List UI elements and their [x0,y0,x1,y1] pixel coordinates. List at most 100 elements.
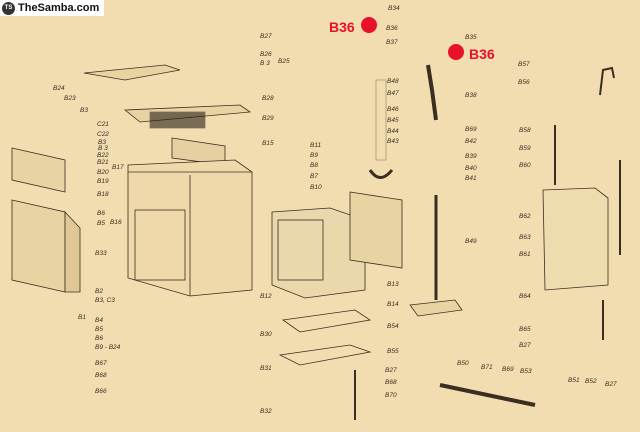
part-label: B6 [97,210,105,217]
part-label: B10 [310,184,322,191]
lid-part [83,64,181,81]
part-label: B31 [260,365,272,372]
part-label: B56 [518,79,530,86]
part-label: B35 [465,34,477,41]
part-label: B43 [387,138,399,145]
part-label: B45 [387,117,399,124]
part-label: B4 [95,317,103,324]
part-label: B69 [465,126,477,133]
part-label: B68 [385,379,397,386]
part-label: B14 [387,301,399,308]
part-label: B44 [387,128,399,135]
part-label: B71 [481,364,493,371]
part-label: B28 [262,95,274,102]
part-label: B66 [95,388,107,395]
part-label: B27 [605,381,617,388]
part-label: B52 [585,378,597,385]
part-label: B8 [310,162,318,169]
part-label: B70 [385,392,397,399]
part-label: B51 [568,377,580,384]
part-label: B33 [95,250,107,257]
part-label: B15 [262,140,274,147]
part-label: C21 [97,121,109,128]
part-label: B 3 [98,145,108,152]
part-label: B27 [519,342,531,349]
part-label: B5 [97,220,105,227]
part-label: B16 [110,219,122,226]
plate-part [409,299,463,317]
part-label: B34 [388,5,400,12]
thesamba-logo-icon: TS [2,1,15,15]
part-label: B12 [260,293,272,300]
highlight-marker-left [361,17,377,33]
highlight-label-right: B36 [469,46,495,62]
water-tank-part [542,187,609,291]
part-label: B38 [465,92,477,99]
part-label: B 3 [260,60,270,67]
part-label: B26 [260,51,272,58]
drain-pipe-part [439,383,536,407]
part-label: B24 [53,85,65,92]
part-label: B37 [386,39,398,46]
part-label: B54 [387,323,399,330]
part-label: B40 [465,165,477,172]
part-label: B58 [519,127,531,134]
part-label: B65 [519,326,531,333]
tray-part [278,344,372,366]
part-label: B17 [112,164,124,171]
part-label: B55 [387,348,399,355]
part-label: B5 [95,326,103,333]
part-label: B64 [519,293,531,300]
part-label: B11 [310,142,322,149]
part-label: B19 [97,178,109,185]
part-label: B36 [386,25,398,32]
part-label: B22 [97,152,109,159]
part-label: B53 [520,368,532,375]
part-label: B9 [310,152,318,159]
part-label: B27 [260,33,272,40]
part-label: B61 [519,251,531,258]
part-label: B3, C3 [95,297,115,304]
highlight-label-left: B36 [329,19,355,35]
part-label: B20 [97,169,109,176]
fridge-part [271,207,366,299]
part-label: B32 [260,408,272,415]
part-label: B2 [95,288,103,295]
part-label: B49 [465,238,477,245]
part-label: B30 [260,331,272,338]
part-label: B9 - B24 [95,344,121,351]
part-label: B6 [95,335,103,342]
part-label: B3 [98,139,106,146]
part-label: B50 [457,360,469,367]
tap-part [599,66,615,96]
part-label: B27 [385,367,397,374]
part-label: B18 [97,191,109,198]
part-label: B21 [97,159,109,166]
part-label: B60 [519,162,531,169]
rack-part [281,309,372,333]
part-label: B48 [387,78,399,85]
side-panel-part [349,191,403,269]
thesamba-logo[interactable]: TS TheSamba.com [0,0,104,16]
part-label: B41 [465,175,477,182]
drawer-front-part [11,147,66,193]
part-label: B3 [80,107,88,114]
part-label: B59 [519,145,531,152]
part-label: C22 [97,131,109,138]
part-label: B46 [387,106,399,113]
part-label: B69 [502,366,514,373]
part-label: B42 [465,138,477,145]
part-label: B62 [519,213,531,220]
highlight-marker-right [448,44,464,60]
part-label: B39 [465,153,477,160]
part-label: B1 [78,314,86,321]
part-label: B23 [64,95,76,102]
part-label: B47 [387,90,399,97]
logo-text: TheSamba.com [18,2,100,14]
part-label: B57 [518,61,530,68]
part-label: B63 [519,234,531,241]
faucet-pipe-part [426,64,438,121]
part-label: B68 [95,372,107,379]
part-label: B29 [262,115,274,122]
part-label: B7 [310,173,318,180]
